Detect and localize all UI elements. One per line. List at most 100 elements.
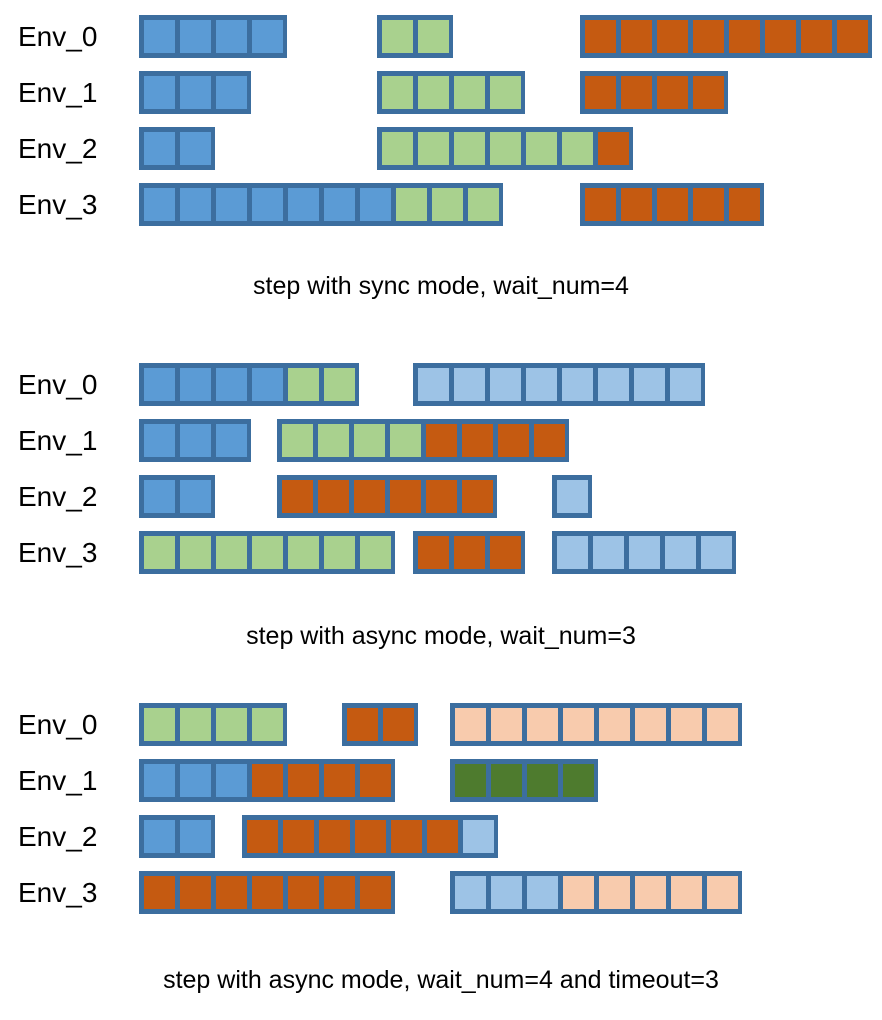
- step-cell-dark-green: [563, 764, 594, 797]
- step-cell-orange: [216, 876, 247, 909]
- step-cell-orange: [693, 76, 724, 109]
- step-cell-blue: [144, 764, 175, 797]
- step-cell-orange: [283, 820, 314, 853]
- step-cell-light-blue: [670, 368, 701, 401]
- step-cell-light-blue: [593, 536, 624, 569]
- step-cell-orange: [729, 188, 760, 221]
- step-block-group: [377, 71, 525, 114]
- env-row-track: [132, 127, 882, 171]
- section-caption: step with async mode, wait_num=4 and tim…: [163, 966, 719, 994]
- step-cell-orange: [426, 480, 457, 513]
- env-row-label: Env_1: [18, 77, 98, 108]
- step-cell-green: [396, 188, 427, 221]
- step-cell-blue: [180, 132, 211, 165]
- step-block-group: [342, 703, 418, 746]
- env-row-track: [132, 531, 882, 575]
- step-cell-orange: [427, 820, 458, 853]
- step-cell-blue: [144, 820, 175, 853]
- step-cell-orange: [324, 764, 355, 797]
- step-cell-orange: [585, 20, 616, 53]
- step-cell-green: [180, 536, 211, 569]
- step-cell-orange: [657, 76, 688, 109]
- step-cell-orange: [490, 536, 521, 569]
- step-cell-blue: [144, 424, 175, 457]
- step-cell-green: [432, 188, 463, 221]
- env-row-label: Env_1: [18, 425, 98, 456]
- env-row: Env_3: [0, 871, 882, 915]
- step-cell-orange: [355, 820, 386, 853]
- step-cell-blue: [144, 76, 175, 109]
- step-block-group: [139, 419, 251, 462]
- step-cell-light-blue: [557, 536, 588, 569]
- step-cell-blue: [288, 188, 319, 221]
- step-cell-orange: [498, 424, 529, 457]
- step-block-group: [139, 363, 359, 406]
- step-cell-light-blue: [557, 480, 588, 513]
- env-row-track: [132, 703, 882, 747]
- step-block-group: [580, 15, 872, 58]
- step-block-group: [377, 15, 453, 58]
- step-cell-orange: [347, 708, 378, 741]
- step-cell-orange: [324, 876, 355, 909]
- step-cell-orange: [418, 536, 449, 569]
- env-row: Env_3: [0, 183, 882, 227]
- step-cell-orange: [621, 188, 652, 221]
- step-cell-green: [382, 20, 413, 53]
- env-row-label: Env_0: [18, 369, 98, 400]
- step-block-group: [413, 531, 525, 574]
- step-cell-blue: [180, 480, 211, 513]
- step-cell-green: [360, 536, 391, 569]
- env-row: Env_1: [0, 419, 882, 463]
- step-block-group: [139, 815, 215, 858]
- step-block-group: [277, 419, 569, 462]
- env-row-label: Env_3: [18, 189, 98, 220]
- env-row-label: Env_0: [18, 21, 98, 52]
- env-row: Env_2: [0, 127, 882, 171]
- step-cell-blue: [144, 20, 175, 53]
- step-cell-green: [282, 424, 313, 457]
- step-cell-peach: [599, 708, 630, 741]
- env-row: Env_2: [0, 475, 882, 519]
- step-block-group: [580, 71, 728, 114]
- step-cell-dark-green: [455, 764, 486, 797]
- step-cell-orange: [247, 820, 278, 853]
- step-cell-blue: [252, 20, 283, 53]
- step-cell-blue: [144, 480, 175, 513]
- step-cell-orange: [426, 424, 457, 457]
- step-cell-orange: [585, 188, 616, 221]
- step-block-group: [139, 871, 395, 914]
- step-block-group: [139, 183, 503, 226]
- step-cell-light-blue: [455, 876, 486, 909]
- step-cell-blue: [252, 368, 283, 401]
- step-cell-orange: [390, 480, 421, 513]
- step-cell-orange: [318, 480, 349, 513]
- step-cell-orange: [360, 764, 391, 797]
- step-cell-orange: [657, 188, 688, 221]
- step-cell-light-blue: [490, 368, 521, 401]
- step-cell-light-blue: [526, 368, 557, 401]
- step-cell-orange: [252, 876, 283, 909]
- step-cell-blue: [216, 764, 247, 797]
- step-cell-peach: [671, 708, 702, 741]
- step-cell-orange: [621, 20, 652, 53]
- step-cell-orange: [252, 764, 283, 797]
- step-cell-dark-green: [491, 764, 522, 797]
- env-row-label: Env_2: [18, 481, 98, 512]
- env-row: Env_2: [0, 815, 882, 859]
- env-row: Env_0: [0, 363, 882, 407]
- step-block-group: [139, 531, 395, 574]
- step-block-group: [450, 759, 598, 802]
- step-cell-green: [382, 76, 413, 109]
- step-cell-dark-green: [527, 764, 558, 797]
- step-block-group: [139, 703, 287, 746]
- step-cell-light-blue: [491, 876, 522, 909]
- step-block-group: [552, 475, 592, 518]
- step-block-group: [580, 183, 764, 226]
- step-cell-blue: [216, 368, 247, 401]
- step-cell-blue: [144, 132, 175, 165]
- step-cell-orange: [837, 20, 868, 53]
- step-cell-green: [252, 708, 283, 741]
- env-row-track: [132, 419, 882, 463]
- step-cell-orange: [462, 480, 493, 513]
